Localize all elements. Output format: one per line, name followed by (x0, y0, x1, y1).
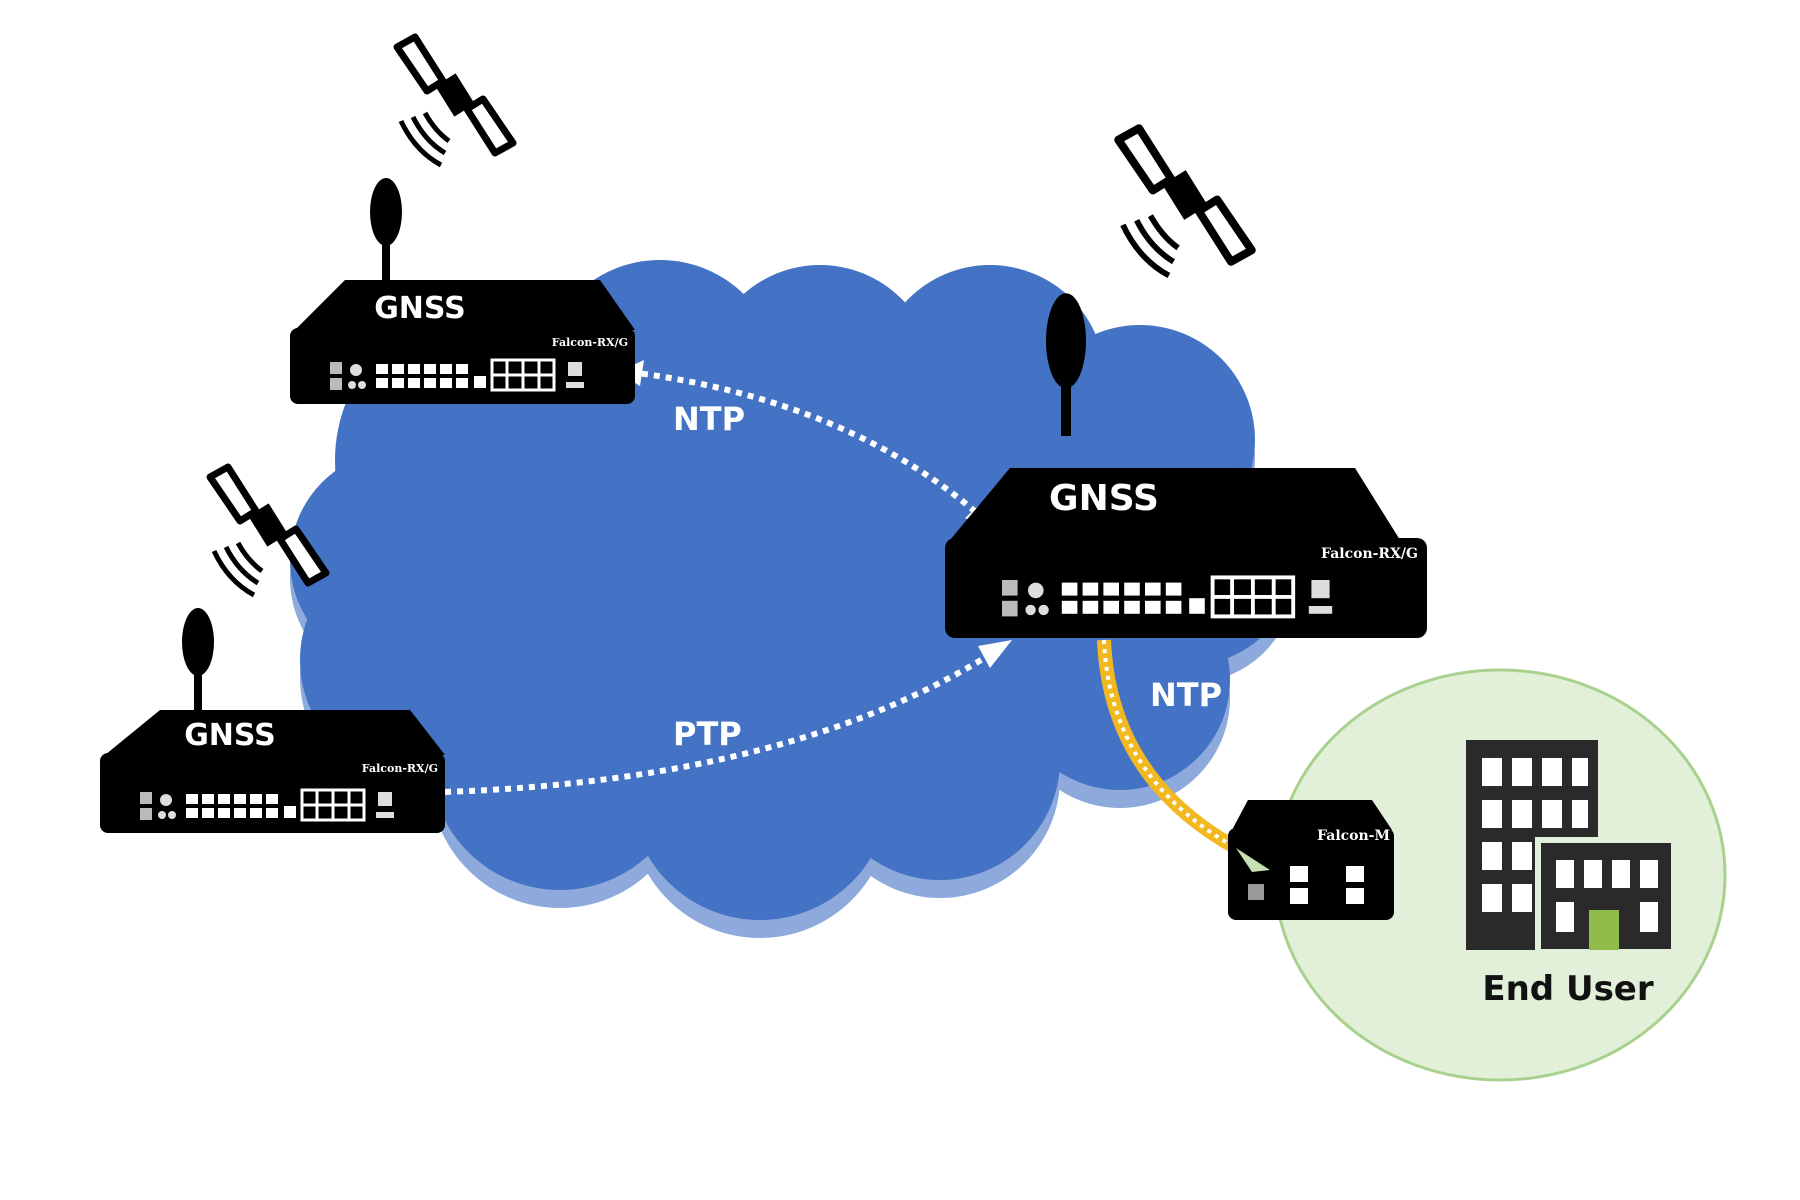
antenna-icon (370, 178, 402, 280)
falcon-m-device: Falcon-M (1228, 800, 1394, 920)
device-model: Falcon-M (1317, 828, 1390, 844)
gnss-device-top-left: GNSS Falcon-RX/G (290, 178, 635, 404)
network-cloud (290, 260, 1295, 938)
end-user-label: End User (1482, 969, 1654, 1009)
end-user-zone: End User (1273, 668, 1727, 1082)
link-ntp-enduser (1097, 639, 1244, 857)
device-model: Falcon-RX/G (1321, 546, 1418, 562)
ntp-enduser-label: NTP (1150, 676, 1222, 714)
antenna-icon (182, 608, 214, 710)
link-ptp (444, 640, 1012, 795)
satellite-icon (1118, 128, 1251, 275)
ntp-top-label: NTP (673, 400, 745, 438)
device-model: Falcon-RX/G (362, 762, 438, 775)
gnss-badge: GNSS (1049, 478, 1159, 519)
satellite-icon (397, 37, 513, 165)
gnss-device-center: GNSS Falcon-RX/G (945, 293, 1427, 638)
building-icon (1466, 740, 1677, 955)
gnss-device-bottom-left: GNSS Falcon-RX/G (100, 608, 445, 833)
device-model: Falcon-RX/G (552, 336, 628, 349)
gnss-badge: GNSS (184, 718, 276, 753)
gnss-badge: GNSS (374, 291, 466, 326)
ptp-label: PTP (673, 715, 742, 753)
